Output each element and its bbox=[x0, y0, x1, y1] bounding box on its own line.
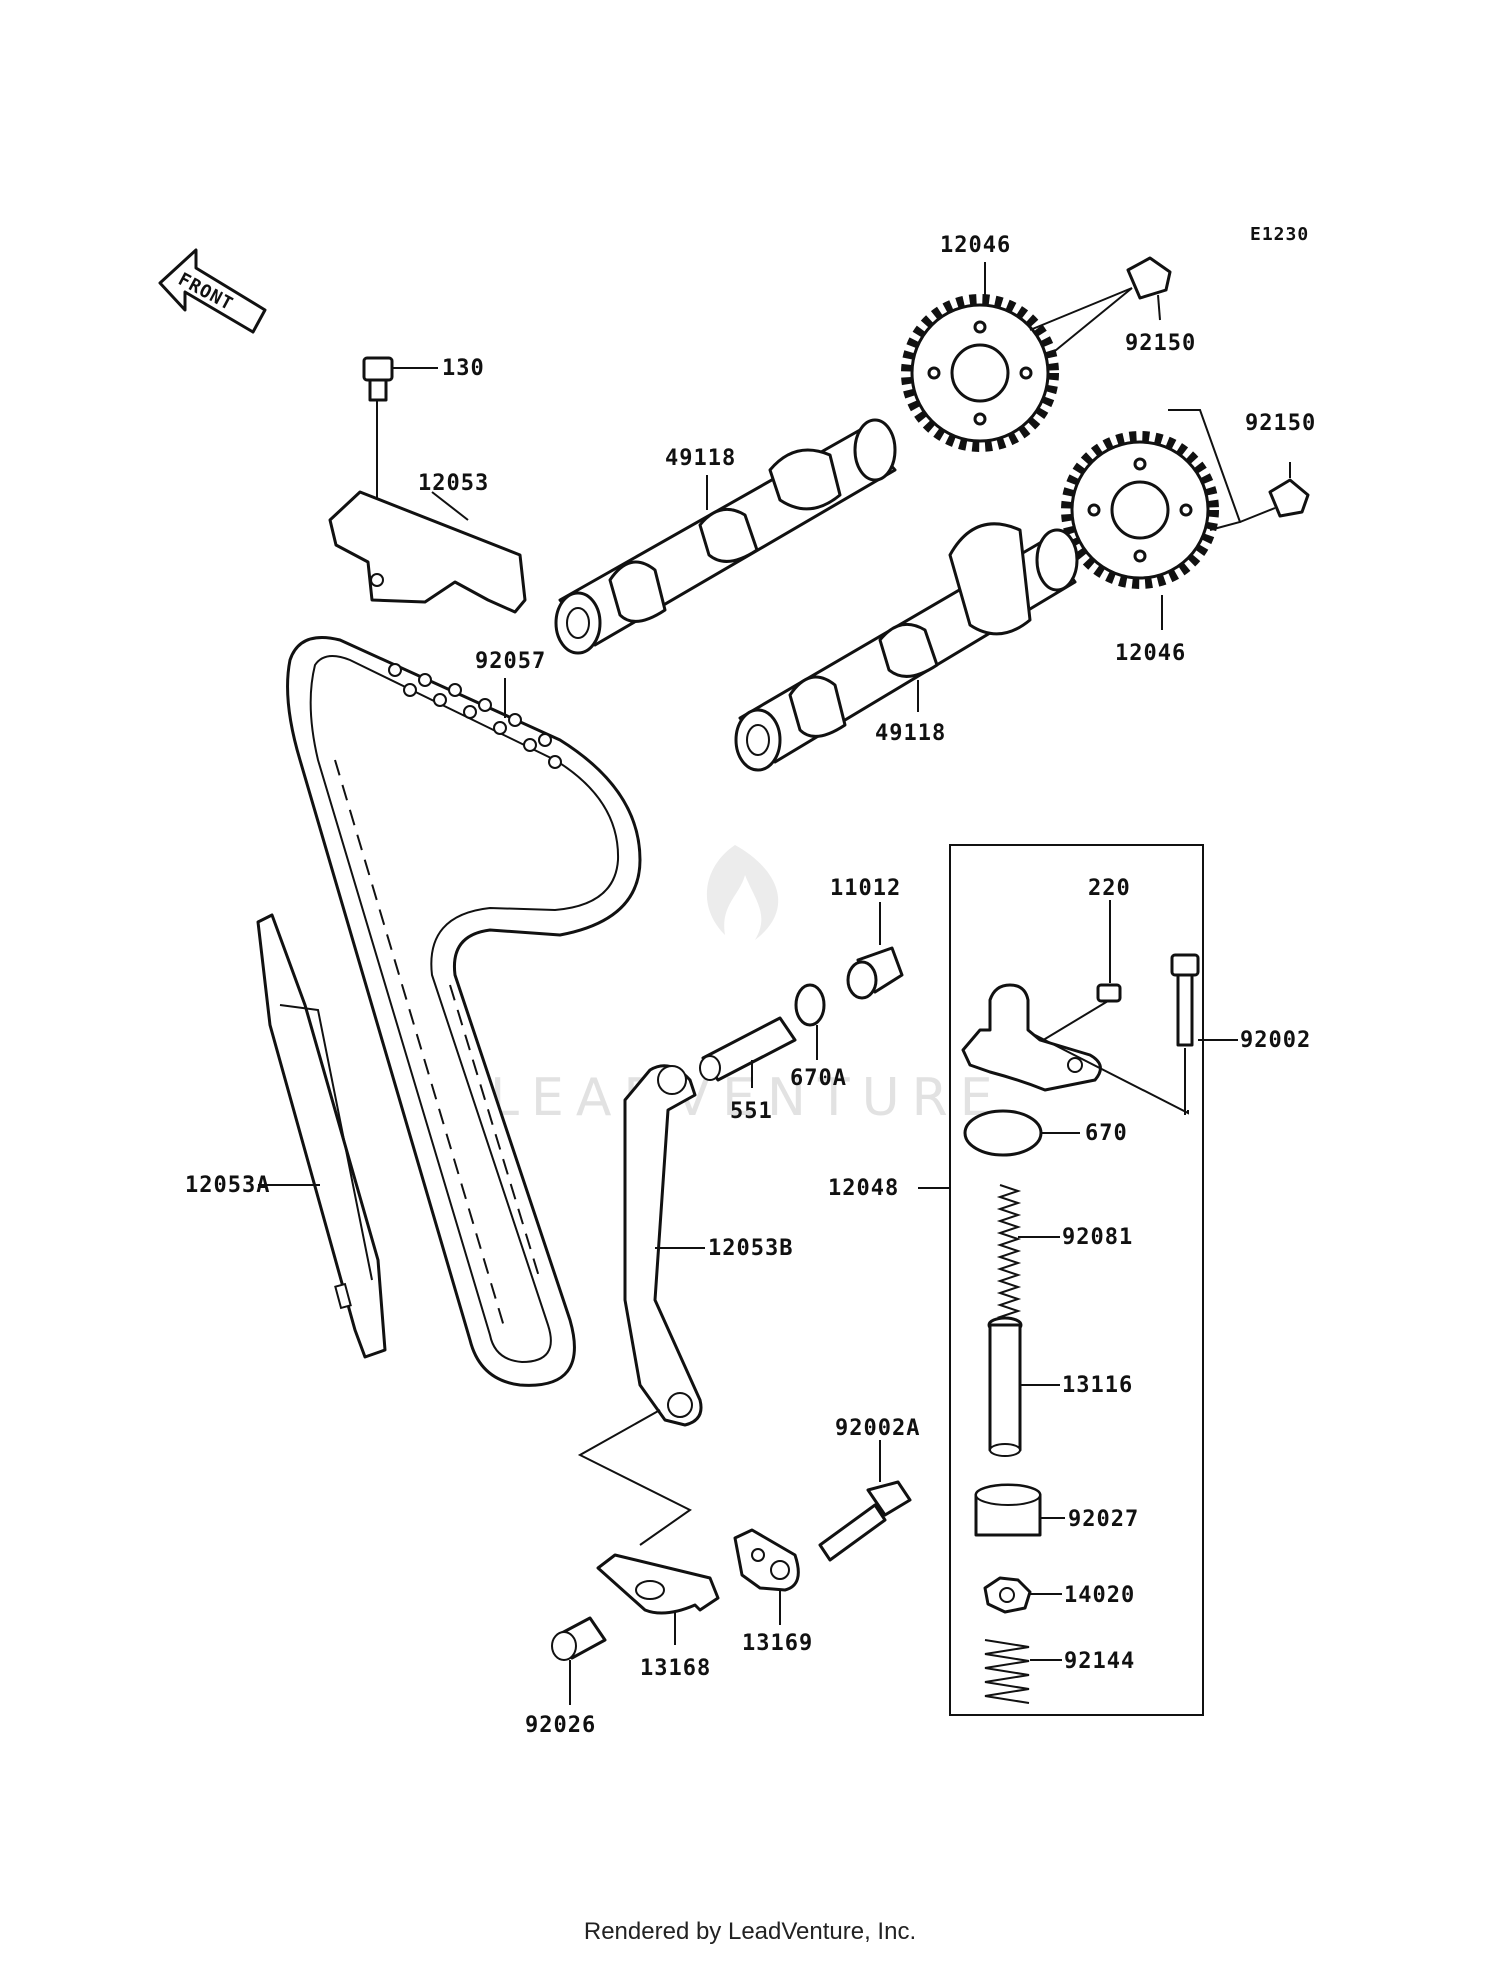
chain-guide-12053-part[interactable] bbox=[328, 490, 527, 614]
spring-92081-part[interactable] bbox=[996, 1184, 1060, 1324]
callout-220[interactable]: 220 bbox=[1088, 876, 1131, 901]
bolt-92150-right-part[interactable] bbox=[1168, 409, 1310, 531]
callout-12046-top[interactable]: 12046 bbox=[940, 233, 1011, 258]
spring-92144-part[interactable] bbox=[984, 1639, 1062, 1704]
diagram-code: E1230 bbox=[1250, 224, 1309, 245]
tensioner-body-part[interactable] bbox=[961, 983, 1189, 1115]
watermark-text: LEADVENTURE bbox=[490, 1068, 1005, 1128]
pin-551-part[interactable] bbox=[699, 1016, 797, 1088]
callout-12048[interactable]: 12048 bbox=[828, 1176, 899, 1201]
callout-92150-top[interactable]: 92150 bbox=[1125, 331, 1196, 356]
timing-chain-92057-part[interactable] bbox=[286, 636, 642, 1387]
callout-92081[interactable]: 92081 bbox=[1062, 1225, 1133, 1250]
plate-13169-part[interactable] bbox=[733, 1528, 800, 1625]
callout-92026[interactable]: 92026 bbox=[525, 1713, 596, 1738]
callout-130[interactable]: 130 bbox=[442, 356, 485, 381]
callout-92002[interactable]: 92002 bbox=[1240, 1028, 1311, 1053]
callout-13169[interactable]: 13169 bbox=[742, 1631, 813, 1656]
sprocket-12046-right-part[interactable] bbox=[1066, 436, 1214, 584]
callout-92002A[interactable]: 92002A bbox=[835, 1416, 920, 1441]
callout-14020[interactable]: 14020 bbox=[1064, 1583, 1135, 1608]
bolt-92150-top-part[interactable] bbox=[1029, 256, 1172, 356]
callout-13116[interactable]: 13116 bbox=[1062, 1373, 1133, 1398]
o-ring-670-part[interactable] bbox=[963, 1109, 1080, 1157]
collar-92026-part[interactable] bbox=[551, 1616, 607, 1705]
camshaft-49118-top-part[interactable] bbox=[554, 418, 897, 655]
bolt-92002A-part[interactable] bbox=[818, 1440, 912, 1562]
callout-11012[interactable]: 11012 bbox=[830, 876, 901, 901]
front-arrow-icon: FRONT bbox=[158, 248, 267, 334]
watermark-flame-icon bbox=[706, 845, 779, 940]
callout-13168[interactable]: 13168 bbox=[640, 1656, 711, 1681]
callout-670[interactable]: 670 bbox=[1085, 1121, 1128, 1146]
callout-12053B[interactable]: 12053B bbox=[708, 1236, 793, 1261]
callout-12053[interactable]: 12053 bbox=[418, 471, 489, 496]
callout-92057[interactable]: 92057 bbox=[475, 649, 546, 674]
callout-49118-bottom[interactable]: 49118 bbox=[875, 721, 946, 746]
chain-tensioner-guide-12053B-part[interactable] bbox=[623, 1064, 705, 1427]
callout-92150-right[interactable]: 92150 bbox=[1245, 411, 1316, 436]
lever-13168-part[interactable] bbox=[577, 1409, 720, 1645]
callout-12046-right[interactable]: 12046 bbox=[1115, 641, 1186, 666]
camshaft-49118-bottom-part[interactable] bbox=[734, 522, 1079, 772]
bolt-92002-part[interactable] bbox=[1170, 953, 1238, 1115]
tensioner-12048-box bbox=[949, 844, 1204, 1716]
collar-92027-part[interactable] bbox=[974, 1483, 1065, 1537]
bolt-220-part[interactable] bbox=[1034, 900, 1122, 1046]
callout-49118-top[interactable]: 49118 bbox=[665, 446, 736, 471]
push-rod-13116-part[interactable] bbox=[987, 1316, 1060, 1457]
sprocket-12046-top-part[interactable] bbox=[906, 299, 1054, 447]
callout-92144[interactable]: 92144 bbox=[1064, 1649, 1135, 1674]
nut-14020-part[interactable] bbox=[983, 1576, 1062, 1614]
cap-bolt-11012-part[interactable] bbox=[846, 902, 904, 1000]
footer-credit: Rendered by LeadVenture, Inc. bbox=[583, 1918, 917, 1945]
callout-670A[interactable]: 670A bbox=[790, 1066, 847, 1091]
o-ring-670A-part[interactable] bbox=[794, 983, 826, 1060]
callout-92027[interactable]: 92027 bbox=[1068, 1507, 1139, 1532]
callout-551[interactable]: 551 bbox=[730, 1099, 773, 1124]
chain-guide-12053A-part[interactable] bbox=[256, 913, 387, 1359]
callout-12053A[interactable]: 12053A bbox=[185, 1173, 270, 1198]
